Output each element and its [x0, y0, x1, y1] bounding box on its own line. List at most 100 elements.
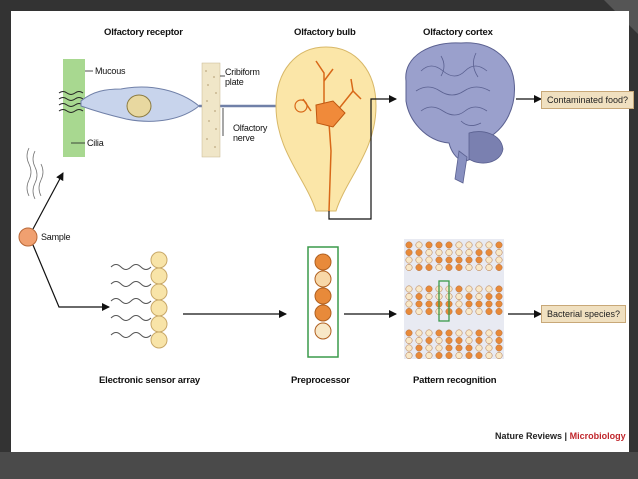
pattern-bead: [405, 241, 413, 249]
pattern-bead: [455, 293, 463, 300]
bulb-shape: [275, 46, 377, 212]
pattern-bead: [405, 285, 413, 293]
pattern-bead: [445, 344, 453, 352]
pattern-bead: [455, 249, 463, 256]
pattern-bead: [495, 308, 503, 315]
arrow-sample-down: [32, 244, 110, 311]
pattern-bead: [455, 285, 463, 293]
sensor-beads: [150, 251, 168, 349]
label-pattern-recognition: Pattern recognition: [413, 375, 497, 386]
pattern-bead: [405, 264, 413, 271]
label-cilia: Cilia: [87, 138, 104, 148]
label-cribiform-plate: Cribiform plate: [225, 67, 260, 87]
mucous-layer: [63, 59, 85, 157]
sensor-wave-lines: [110, 264, 152, 338]
label-sample: Sample: [41, 232, 71, 242]
pattern-bead: [425, 264, 433, 271]
pattern-bead: [485, 329, 493, 337]
pattern-bead: [495, 249, 503, 256]
pattern-bead: [415, 264, 423, 271]
pattern-bead: [495, 256, 503, 264]
pattern-bead: [455, 308, 463, 315]
pattern-bead: [415, 352, 423, 359]
pattern-bead: [495, 344, 503, 352]
pattern-bead: [445, 249, 453, 256]
pattern-bead: [415, 249, 423, 256]
smell-wisps: [26, 147, 44, 200]
pattern-bead: [415, 344, 423, 352]
pattern-bead: [405, 249, 413, 256]
pattern-bead: [405, 352, 413, 359]
credit-section: Microbiology: [569, 431, 626, 441]
pattern-bead: [495, 300, 503, 308]
pattern-bead: [475, 329, 483, 337]
pattern-bead: [485, 337, 493, 344]
pattern-bead: [465, 241, 473, 249]
title-olfactory-receptor: Olfactory receptor: [104, 27, 183, 38]
preprocessor-box: [307, 246, 339, 358]
pattern-bead: [435, 256, 443, 264]
pattern-bead: [435, 344, 443, 352]
pattern-bead: [405, 308, 413, 315]
pattern-bead: [445, 241, 453, 249]
pattern-bead: [495, 337, 503, 344]
pattern-bead: [465, 344, 473, 352]
pattern-bead: [455, 241, 463, 249]
pattern-bead: [465, 256, 473, 264]
credit-separator: |: [564, 431, 568, 441]
pattern-bead: [475, 264, 483, 271]
pattern-bead: [415, 329, 423, 337]
pattern-bead: [405, 256, 413, 264]
brain-folds: [415, 52, 491, 126]
pattern-bead: [425, 300, 433, 308]
credit-journal: Nature Reviews: [495, 431, 563, 441]
title-olfactory-bulb: Olfactory bulb: [294, 27, 356, 38]
output-bacterial-species: Bacterial species?: [541, 305, 627, 323]
pattern-bead: [425, 256, 433, 264]
pattern-bead: [485, 300, 493, 308]
neuron-soma: [315, 100, 346, 128]
pattern-bead: [475, 293, 483, 300]
pattern-bead: [465, 249, 473, 256]
diagram-art: [18, 42, 542, 359]
pattern-bead: [485, 352, 493, 359]
title-olfactory-cortex: Olfactory cortex: [423, 27, 493, 38]
label-preprocessor: Preprocessor: [291, 375, 350, 386]
pattern-bead: [475, 308, 483, 315]
pattern-bead: [475, 285, 483, 293]
pattern-bead: [415, 337, 423, 344]
output-contaminated-food: Contaminated food?: [541, 91, 635, 109]
pattern-bead: [415, 285, 423, 293]
sample-drop: [18, 227, 38, 247]
pattern-bead: [425, 352, 433, 359]
pattern-bead: [435, 329, 443, 337]
pattern-bead: [495, 241, 503, 249]
pattern-bead: [445, 256, 453, 264]
pattern-highlight: [438, 280, 450, 322]
cribiform-plate: [201, 62, 221, 158]
pattern-bead: [485, 264, 493, 271]
pattern-bead: [475, 249, 483, 256]
pattern-bead: [485, 249, 493, 256]
pattern-bead: [485, 241, 493, 249]
pattern-bead: [415, 241, 423, 249]
pattern-bead: [495, 293, 503, 300]
pattern-bead: [465, 329, 473, 337]
pattern-bead: [435, 249, 443, 256]
pattern-bead: [455, 300, 463, 308]
pattern-bead: [465, 293, 473, 300]
pattern-bead: [455, 329, 463, 337]
pattern-bead: [475, 300, 483, 308]
pattern-bead: [425, 329, 433, 337]
pattern-bead: [435, 241, 443, 249]
pattern-bead: [455, 344, 463, 352]
pattern-bead: [495, 329, 503, 337]
credit-line: Nature Reviews | Microbiology: [495, 431, 626, 441]
pattern-bead: [485, 344, 493, 352]
pattern-bead: [495, 352, 503, 359]
pattern-bead: [485, 308, 493, 315]
label-mucous: Mucous: [95, 66, 126, 76]
pattern-bead: [475, 241, 483, 249]
pattern-bead: [405, 300, 413, 308]
cilia: [58, 91, 84, 113]
